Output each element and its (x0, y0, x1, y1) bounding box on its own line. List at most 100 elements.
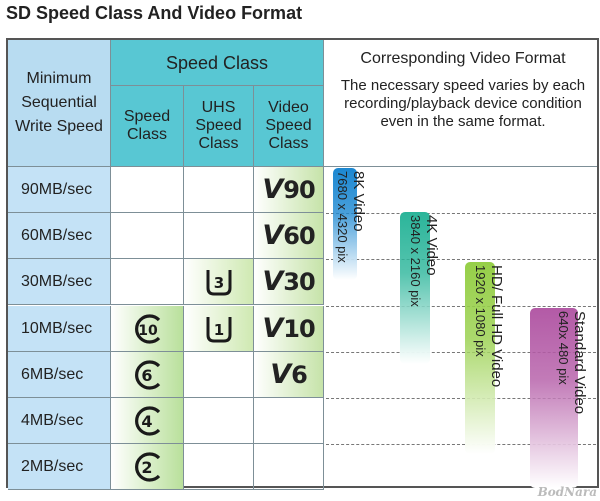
video-class-v30-icon: V30 (262, 266, 315, 297)
speed-class-cell: 6 (111, 352, 184, 398)
table-frame (6, 38, 599, 488)
row-separator-dash (326, 398, 596, 399)
video-format-resolution: 640x 480 pix (556, 311, 571, 385)
video-format-note: The necessary speed varies by each recor… (340, 77, 586, 130)
svg-text:1: 1 (213, 321, 223, 339)
speed-class-2-icon: 2 (129, 451, 165, 482)
row-speed-label: 60MB/sec (21, 226, 93, 244)
video-format-resolution: 7680 x 4320 pix (335, 171, 350, 263)
video-class-v10-icon: V10 (262, 313, 315, 344)
speed-class-cell (111, 259, 184, 305)
video-class-cell: V10 (254, 306, 324, 352)
speed-class-10-icon: 10 (129, 313, 165, 344)
uhs-speed-class-header: UHS Speed Class (184, 86, 254, 167)
video-format-resolution: 1920 x 1080 pix (473, 265, 488, 357)
speed-class-group-label: Speed Class (165, 52, 269, 73)
video-speed-class-label: Video Speed Class (265, 99, 312, 152)
row-speed-cell: 10MB/sec (8, 306, 111, 352)
svg-text:3: 3 (213, 274, 223, 292)
svg-text:4: 4 (141, 412, 152, 431)
svg-text:10: 10 (138, 323, 158, 339)
uhs-class-cell (184, 167, 254, 213)
row-separator-dash (326, 352, 596, 353)
speed-class-label: Speed Class (123, 108, 171, 143)
video-speed-class-header: Video Speed Class (254, 86, 324, 167)
video-class-number: 90 (283, 176, 315, 204)
row-speed-label: 2MB/sec (21, 457, 84, 475)
svg-text:6: 6 (141, 366, 152, 385)
video-class-number: 10 (283, 315, 315, 343)
speed-class-cell: 10 (111, 306, 184, 352)
uhs-class-cell (184, 352, 254, 398)
speed-class-cell: 4 (111, 398, 184, 444)
video-class-cell (254, 398, 324, 444)
video-class-v-symbol: V (262, 266, 283, 297)
row-speed-cell: 60MB/sec (8, 213, 111, 259)
row-speed-cell: 30MB/sec (8, 259, 111, 305)
video-format-title: Corresponding Video Format (360, 50, 566, 67)
speed-class-group-header: Speed Class (111, 40, 324, 86)
watermark-logo: BodNara (537, 485, 597, 499)
uhs-class-3-icon: 3 (203, 267, 235, 297)
min-write-speed-header: Minimum Sequential Write Speed (8, 40, 111, 167)
video-format-name: 8K Video (350, 171, 367, 232)
video-class-number: 60 (283, 222, 315, 250)
page-title: SD Speed Class And Video Format (6, 3, 303, 23)
video-format-bar (333, 168, 357, 280)
row-speed-label: 90MB/sec (21, 180, 93, 198)
video-class-v-symbol: V (262, 313, 283, 344)
video-format-bar (400, 212, 430, 364)
uhs-speed-class-label: UHS Speed Class (195, 99, 242, 152)
video-class-v-symbol: V (262, 220, 283, 251)
video-class-cell (254, 444, 324, 490)
speed-class-cell (111, 213, 184, 259)
video-format-bar (530, 308, 578, 488)
video-class-cell: V6 (254, 352, 324, 398)
video-class-number: 30 (283, 268, 315, 296)
speed-class-cell: 2 (111, 444, 184, 490)
min-write-speed-label: Minimum Sequential Write Speed (15, 70, 103, 135)
uhs-class-cell (184, 213, 254, 259)
row-speed-label: 6MB/sec (21, 365, 84, 383)
uhs-class-cell (184, 444, 254, 490)
uhs-class-cell: 3 (184, 259, 254, 305)
uhs-class-1-icon: 1 (203, 314, 235, 344)
video-class-cell: V90 (254, 167, 324, 213)
video-format-name: Standard Video (571, 311, 588, 415)
row-speed-cell: 6MB/sec (8, 352, 111, 398)
video-format-bar (465, 262, 495, 454)
row-separator-dash (326, 213, 596, 214)
video-class-v90-icon: V90 (262, 174, 315, 205)
uhs-class-cell (184, 398, 254, 444)
video-class-cell: V60 (254, 213, 324, 259)
video-format-resolution: 3840 x 2160 pix (408, 215, 423, 307)
video-format-header (324, 40, 597, 167)
video-class-v6-icon: V6 (270, 359, 308, 390)
row-separator-dash (326, 306, 596, 307)
row-speed-label: 30MB/sec (21, 272, 93, 290)
row-separator-dash (326, 444, 596, 445)
row-speed-label: 10MB/sec (21, 319, 93, 337)
row-speed-cell: 2MB/sec (8, 444, 111, 490)
video-class-v-symbol: V (262, 174, 283, 205)
speed-class-6-icon: 6 (129, 359, 165, 390)
row-speed-cell: 4MB/sec (8, 398, 111, 444)
row-speed-cell: 90MB/sec (8, 167, 111, 213)
row-separator-dash (326, 259, 596, 260)
speed-class-4-icon: 4 (129, 405, 165, 436)
speed-class-cell (111, 167, 184, 213)
speed-class-header: Speed Class (111, 86, 184, 167)
video-class-v60-icon: V60 (262, 220, 315, 251)
video-class-cell: V30 (254, 259, 324, 305)
row-speed-label: 4MB/sec (21, 411, 84, 429)
video-class-number: 6 (291, 361, 308, 389)
svg-text:2: 2 (141, 458, 152, 477)
video-class-v-symbol: V (270, 359, 291, 390)
video-format-name: 4K Video (423, 215, 440, 276)
uhs-class-cell: 1 (184, 306, 254, 352)
video-format-name: HD/ Full HD Video (488, 265, 505, 388)
